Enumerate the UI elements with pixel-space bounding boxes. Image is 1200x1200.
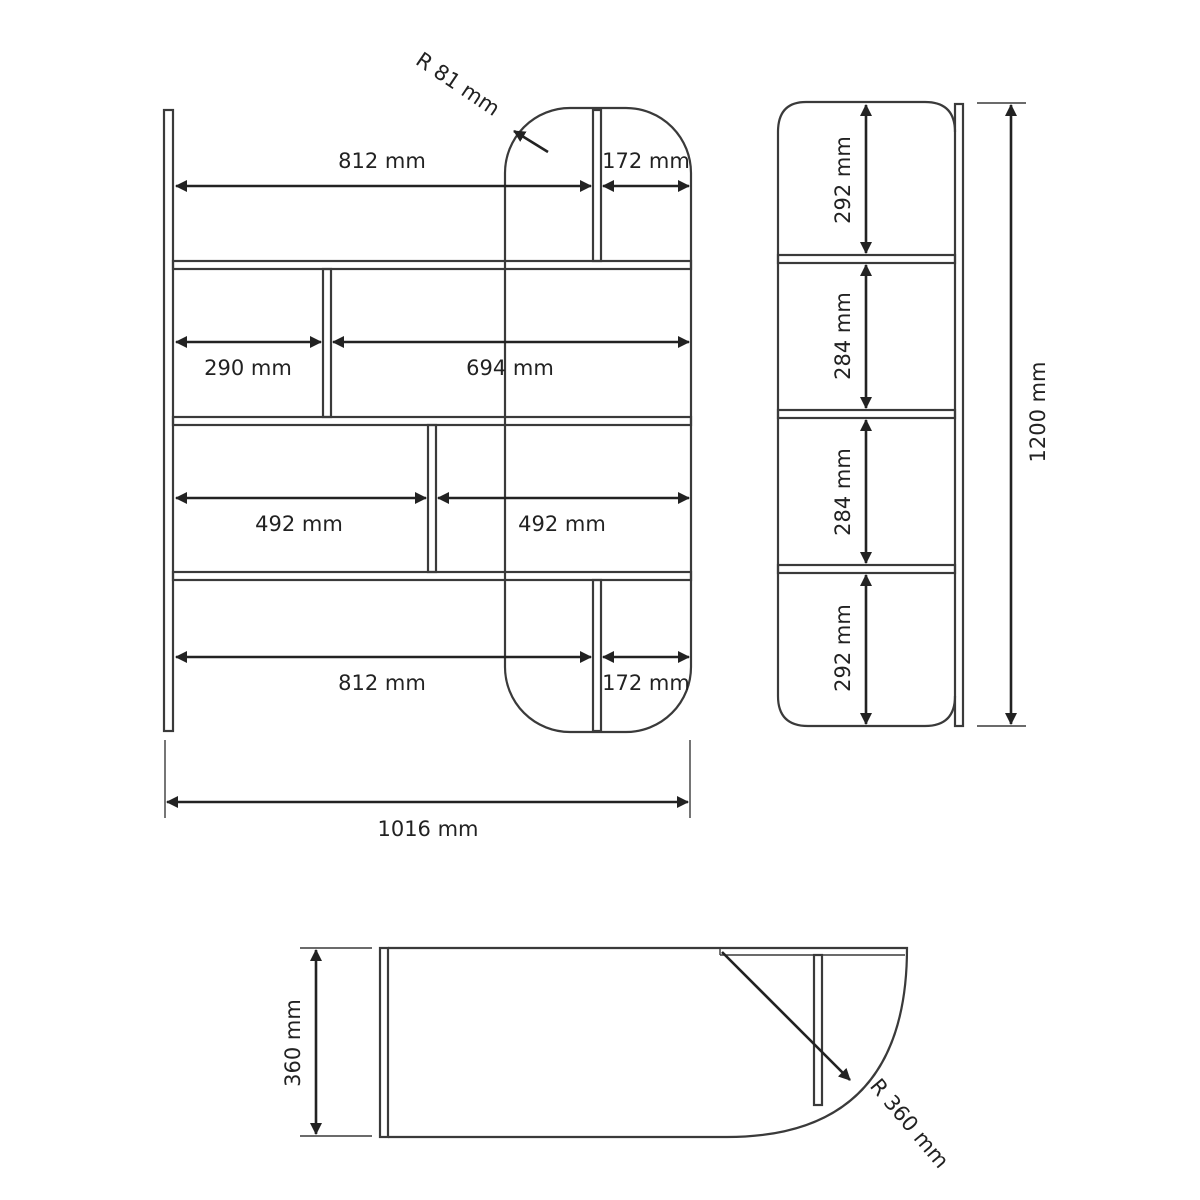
front-left-panel — [162, 108, 175, 733]
top-divider — [812, 953, 824, 1107]
label-radius-top: R 360 mm — [865, 1074, 953, 1173]
label-side-shelf-3: 284 mm — [831, 448, 855, 536]
label-side-shelf-2: 284 mm — [831, 292, 855, 380]
label-bottom-left: 812 mm — [338, 671, 426, 695]
top-left-panel — [378, 946, 390, 1139]
front-divider-row3 — [426, 423, 438, 574]
front-shelf-3 — [171, 570, 693, 582]
top-body-outline — [388, 946, 909, 1139]
label-depth: 360 mm — [281, 999, 305, 1087]
label-row3-right: 492 mm — [518, 512, 606, 536]
front-divider-bottom — [591, 578, 603, 733]
top-view: 360 mm R 360 mm — [281, 946, 954, 1173]
label-side-shelf-4: 292 mm — [831, 604, 855, 692]
label-side-shelf-1: 292 mm — [831, 136, 855, 224]
radius-leader-top — [721, 951, 851, 1081]
label-total-width: 1016 mm — [377, 817, 478, 841]
label-bottom-right: 172 mm — [602, 671, 690, 695]
radius-leader-front — [513, 129, 549, 154]
front-shelf-1 — [171, 259, 693, 271]
side-shelf-2 — [776, 408, 957, 420]
label-radius-front: R 81 mm — [412, 48, 505, 121]
side-shelf-1 — [776, 253, 957, 265]
side-back-panel — [953, 102, 965, 728]
label-top-left: 812 mm — [338, 149, 426, 173]
side-shelf-3 — [776, 563, 957, 575]
front-divider-top — [591, 108, 603, 263]
side-view: 292 mm 284 mm 284 mm 292 mm 1200 mm — [776, 100, 1050, 728]
label-total-height: 1200 mm — [1026, 361, 1050, 462]
front-divider-row2 — [321, 267, 333, 419]
front-shelf-2 — [171, 415, 693, 427]
front-view: 812 mm 172 mm 290 mm 694 mm 492 mm 492 m… — [162, 48, 693, 841]
front-rounded-column — [503, 106, 693, 734]
label-row2-left: 290 mm — [204, 356, 292, 380]
label-row3-left: 492 mm — [255, 512, 343, 536]
label-top-right: 172 mm — [602, 149, 690, 173]
label-row2-right: 694 mm — [466, 356, 554, 380]
